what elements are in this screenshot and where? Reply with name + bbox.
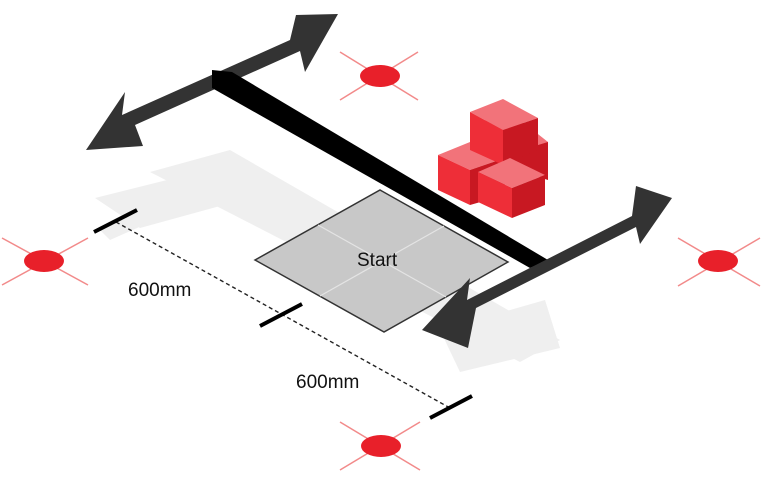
black-bar: [212, 70, 548, 268]
start-label: Start: [357, 250, 398, 271]
dimension-line: [93, 208, 473, 420]
dimension-label-second: 600mm: [296, 372, 359, 393]
target-marker-icon: [677, 237, 761, 287]
target-marker-icon: [339, 51, 419, 101]
target-marker-icon: [1, 237, 89, 286]
target-marker-icon: [339, 421, 421, 471]
cube-stack-icon: [438, 99, 548, 218]
start-tile: [253, 189, 510, 333]
double-arrow-icon: [422, 186, 672, 348]
dimension-label-first: 600mm: [128, 280, 191, 301]
